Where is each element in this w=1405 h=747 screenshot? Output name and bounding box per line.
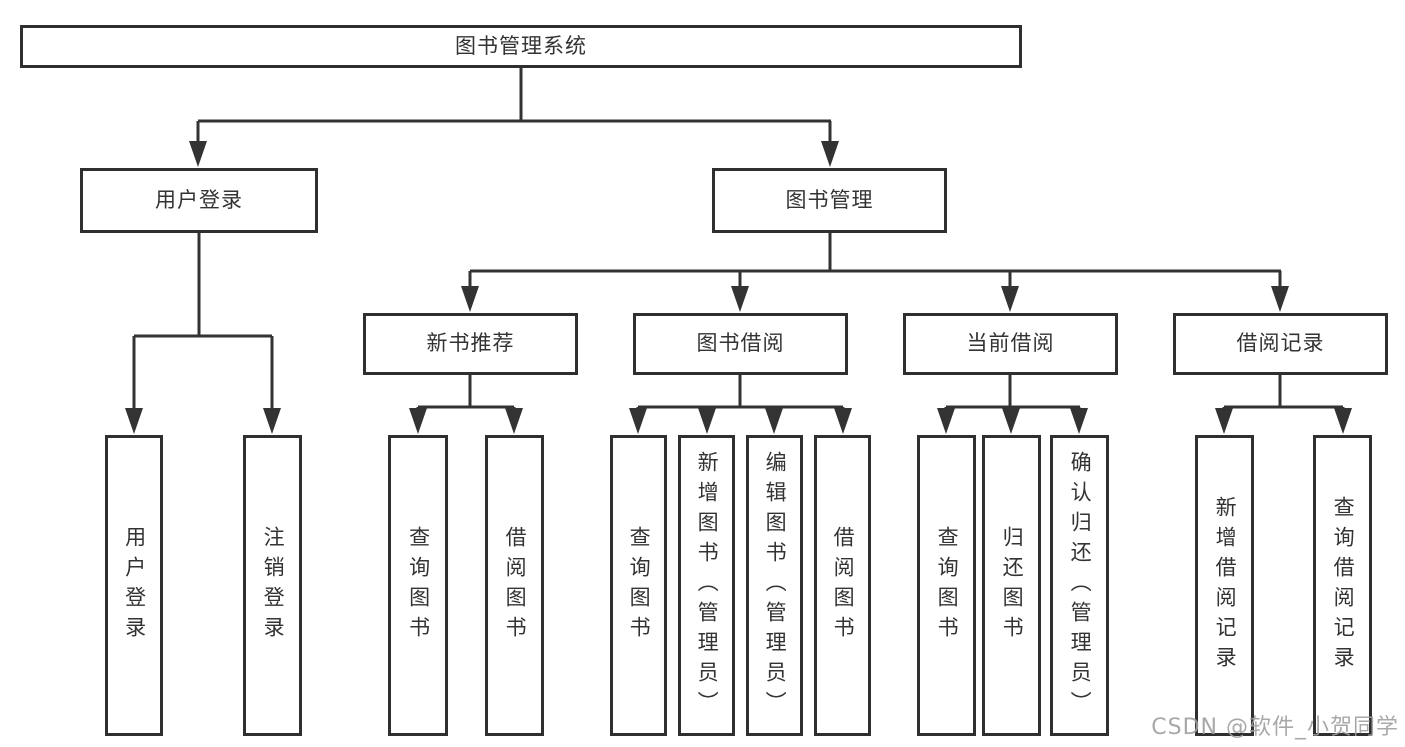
leaf-query-books-recommend: 查询图书 [388,435,448,736]
node-book-management: 图书管理 [712,168,947,233]
node-root-library-system: 图书管理系统 [20,25,1022,68]
leaf-query-borrow-record: 查询借阅记录 [1313,435,1372,736]
leaf-confirm-return-admin: 确认归还（管理员） [1050,435,1109,736]
leaf-logout: 注销登录 [243,435,302,736]
node-current-borrowing: 当前借阅 [903,313,1118,375]
leaf-edit-books-admin: 编辑图书（管理员） [746,435,803,736]
node-book-borrowing: 图书借阅 [633,313,848,375]
leaf-query-books-current: 查询图书 [917,435,976,736]
csdn-watermark: CSDN @软件_小贺同学 [1151,715,1399,740]
leaf-add-borrow-record: 新增借阅记录 [1195,435,1254,736]
node-borrowing-records: 借阅记录 [1173,313,1388,375]
leaf-return-books: 归还图书 [982,435,1041,736]
node-user-login: 用户登录 [80,168,318,233]
leaf-add-books-admin: 新增图书（管理员） [678,435,735,736]
node-new-book-recommend: 新书推荐 [363,313,578,375]
leaf-borrow-books: 借阅图书 [814,435,871,736]
leaf-borrow-books-recommend: 借阅图书 [485,435,544,736]
leaf-query-books-borrow: 查询图书 [610,435,667,736]
arrowheads [125,141,1352,434]
leaf-user-login: 用户登录 [105,435,163,736]
